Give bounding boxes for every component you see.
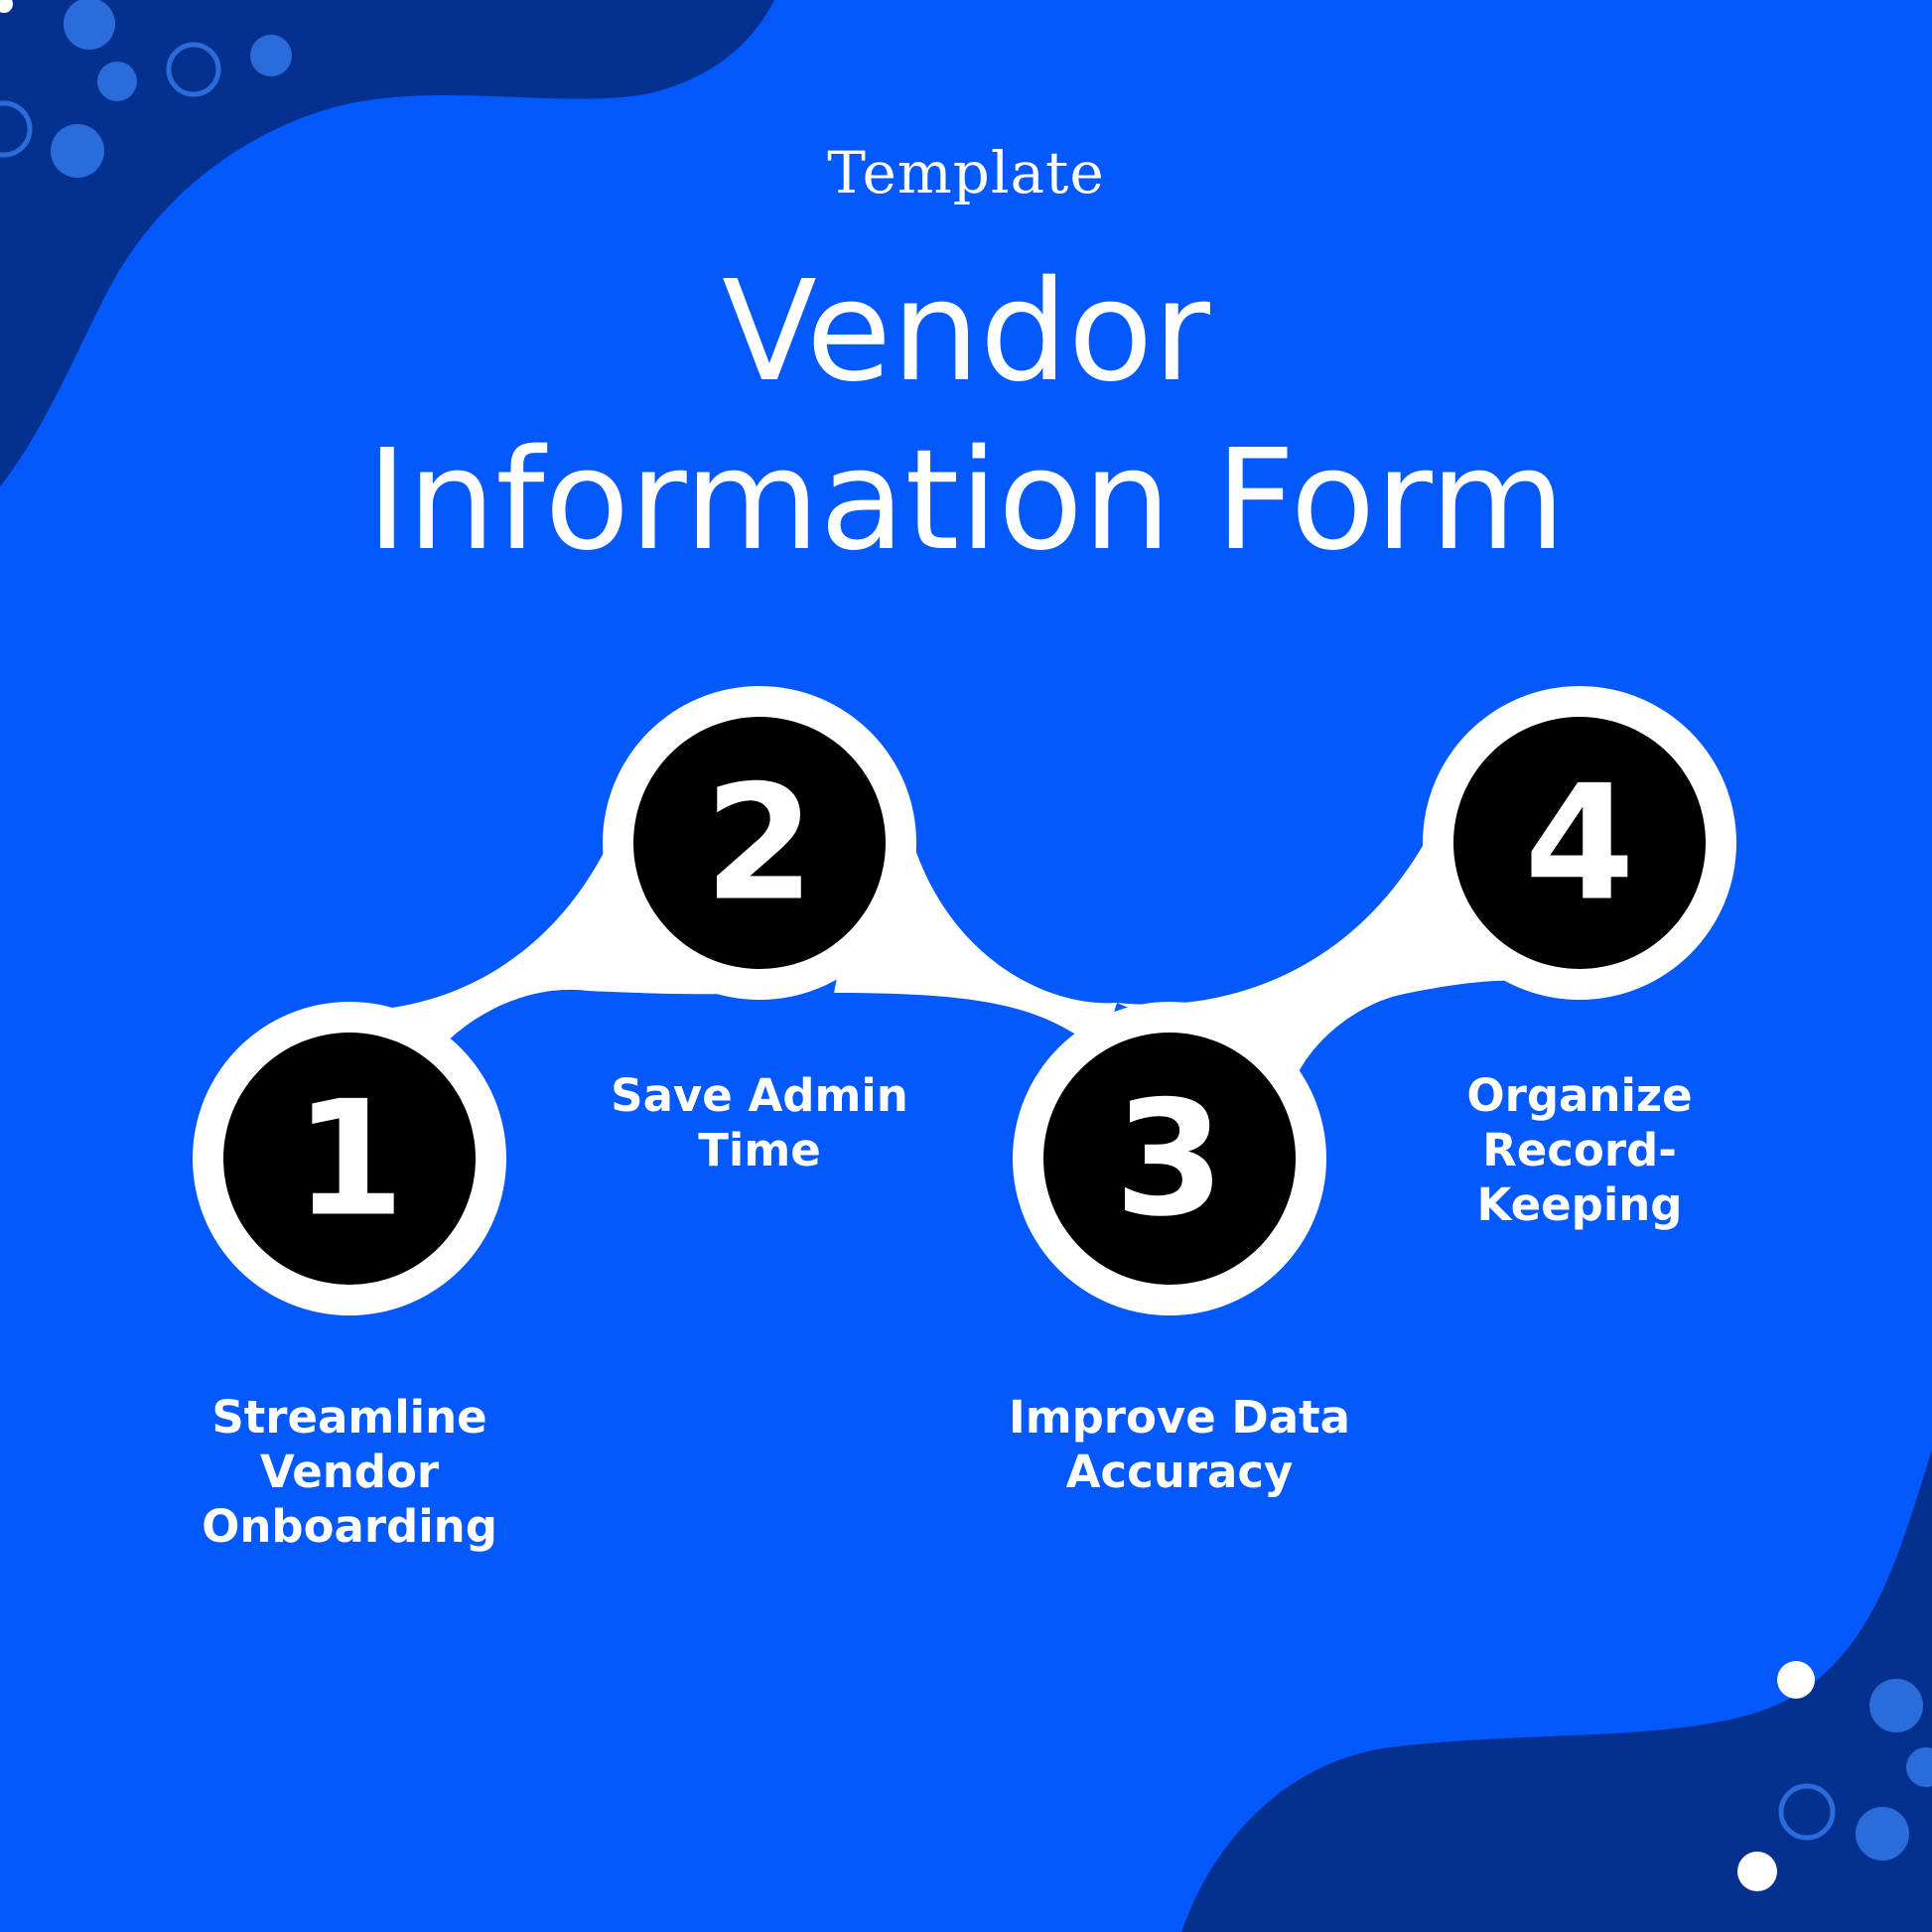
- label-line: Vendor: [259, 1446, 440, 1498]
- step-number: 1: [294, 1066, 404, 1252]
- title-line-2: Information Form: [366, 420, 1566, 582]
- step-2-label: Save Admin Time: [551, 1068, 968, 1177]
- label-line: Record-: [1482, 1124, 1677, 1176]
- label-line: Keeping: [1476, 1178, 1683, 1231]
- dot: [0, 0, 13, 13]
- label-line: Organize: [1466, 1069, 1693, 1122]
- label-line: Onboarding: [202, 1500, 497, 1553]
- ring: [1778, 1783, 1836, 1841]
- step-number: 2: [704, 751, 814, 936]
- dot: [64, 0, 115, 50]
- dot: [1777, 1661, 1815, 1699]
- step-3: 3: [1043, 1033, 1296, 1285]
- dot: [51, 124, 104, 178]
- step-number: 3: [1114, 1066, 1224, 1252]
- ring: [0, 100, 33, 158]
- step-circle: [633, 717, 886, 969]
- top-left-blob: [0, 0, 774, 486]
- step-3-label: Improve Data Accuracy: [971, 1390, 1388, 1499]
- step-number: 4: [1524, 751, 1634, 936]
- dot: [250, 35, 292, 76]
- label-line: Save Admin: [611, 1069, 908, 1122]
- step-1: 1: [223, 1033, 476, 1285]
- title-line-1: Vendor: [722, 251, 1210, 413]
- label-line: Time: [698, 1124, 821, 1176]
- dot: [1737, 1852, 1777, 1891]
- step-circle: [1043, 1033, 1296, 1285]
- step-4-label: Organize Record- Keeping: [1371, 1068, 1788, 1232]
- step-1-label: Streamline Vendor Onboarding: [141, 1390, 558, 1554]
- dot: [97, 62, 137, 101]
- bottom-right-dots: [1737, 1661, 1932, 1891]
- page-title: Vendor Information Form: [0, 248, 1932, 586]
- ring: [166, 42, 221, 97]
- dot: [1906, 1747, 1932, 1787]
- label-line: Accuracy: [1065, 1446, 1294, 1498]
- step-circle: [1453, 717, 1706, 969]
- step-circle: [223, 1033, 476, 1285]
- label-line: Streamline: [211, 1391, 487, 1444]
- step-2: 2: [633, 717, 886, 969]
- bottom-right-blob: [1181, 1449, 1932, 1932]
- template-label: Template: [827, 139, 1105, 207]
- top-left-dots: [0, 0, 292, 178]
- label-line: Improve Data: [1008, 1391, 1351, 1444]
- step-4: 4: [1453, 717, 1706, 969]
- dot: [1869, 1679, 1923, 1732]
- dot: [1856, 1807, 1909, 1861]
